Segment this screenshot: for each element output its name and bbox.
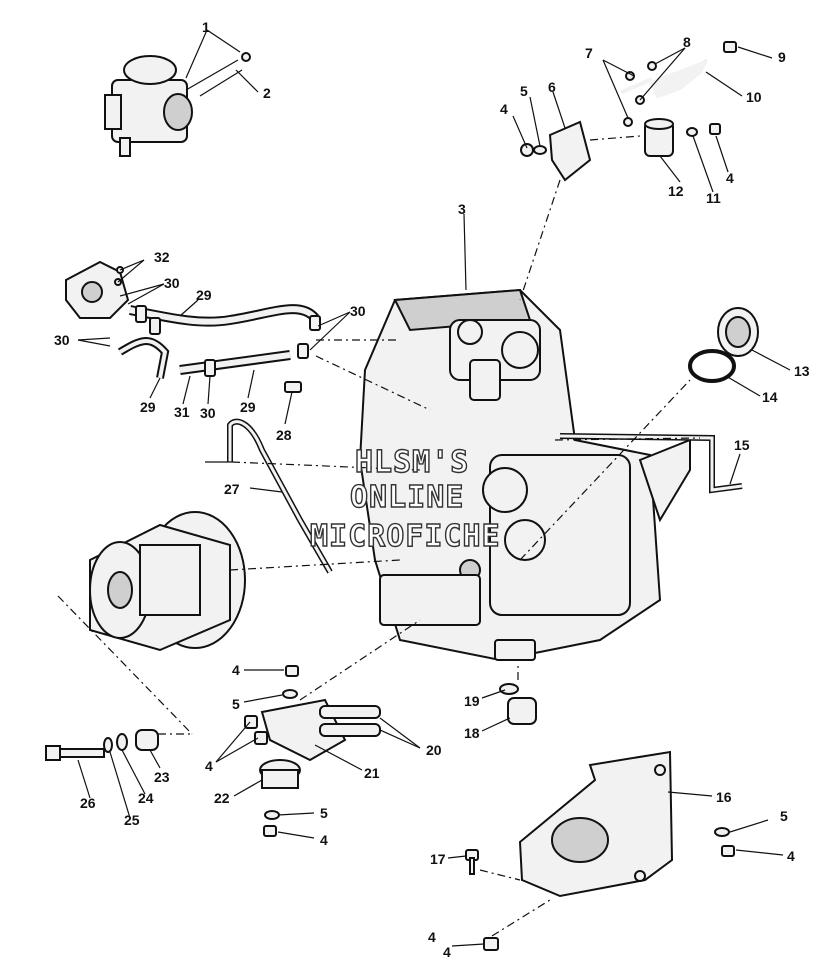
callout-1: 1 [202,19,210,35]
callout-18: 18 [464,725,480,741]
hose-clamp [688,349,736,383]
callout-4: 4 [500,101,508,117]
callout-23: 23 [154,769,170,785]
callout-21: 21 [364,765,380,781]
vent-line [205,418,333,574]
callout-2: 2 [263,85,271,101]
fuel-pump [65,260,130,319]
callout-15: 15 [734,437,750,453]
callout-30: 30 [54,332,70,348]
engine-assembly [358,288,691,662]
rear-mount [499,683,537,725]
callout-29: 29 [140,399,156,415]
callout-30: 30 [350,303,366,319]
rubber-mount [259,759,301,789]
mount-plate [518,750,674,898]
callout-7: 7 [585,45,593,61]
assembly-lines [57,135,701,937]
mount-hardware [263,665,299,837]
callout-17: 17 [430,851,446,867]
callout-5: 5 [320,805,328,821]
leader-lines [77,29,791,947]
callout-4: 4 [320,832,328,848]
clutch-bolt [45,745,105,761]
callout-24: 24 [138,790,154,806]
callout-3: 3 [458,201,466,217]
callout-5: 5 [520,83,528,99]
breather-bracket [520,120,592,182]
callout-4: 4 [428,929,436,945]
callout-20: 20 [426,742,442,758]
callout-19: 19 [464,693,480,709]
callout-6: 6 [548,79,556,95]
callout-14: 14 [762,389,778,405]
callout-5: 5 [232,696,240,712]
callout-16: 16 [716,789,732,805]
callout-25: 25 [124,812,140,828]
callout-12: 12 [668,183,684,199]
callout-5: 5 [780,808,788,824]
callout-30: 30 [164,275,180,291]
callout-26: 26 [80,795,96,811]
breather-filter [644,118,721,157]
clip [284,381,302,393]
mount-bracket [244,698,381,762]
callout-11: 11 [706,190,721,206]
callout-4: 4 [443,944,451,960]
carburetor [104,52,251,157]
intake-boot [717,307,759,357]
fuel-hoses [117,304,321,379]
watermark-line-3: MICROFICHE [310,519,501,554]
callout-9: 9 [778,49,786,65]
callout-30: 30 [200,405,216,421]
callout-4: 4 [787,848,795,864]
callout-4: 4 [232,662,240,678]
callout-8: 8 [683,34,691,50]
breather-hose [621,41,737,127]
callout-10: 10 [746,89,762,105]
callout-28: 28 [276,427,292,443]
watermark: HLSM'S ONLINE MICROFICHE [309,444,501,554]
washers [103,733,128,753]
callout-29: 29 [240,399,256,415]
callout-31: 31 [174,404,190,420]
callout-22: 22 [214,790,230,806]
callout-27: 27 [224,481,240,497]
callout-13: 13 [794,363,810,379]
callout-labels: 1 2 3 4 4 4 4 4 4 4 4 5 5 5 5 6 7 8 9 10… [54,19,810,960]
watermark-line-1: HLSM'S [355,445,469,480]
mount-plate-hardware [465,827,735,951]
callout-32: 32 [154,249,170,265]
callout-4: 4 [205,758,213,774]
watermark-line-2: ONLINE [350,480,464,515]
callout-4: 4 [726,170,734,186]
callout-29: 29 [196,287,212,303]
drive-clutch [89,511,246,652]
spacer [135,729,159,751]
